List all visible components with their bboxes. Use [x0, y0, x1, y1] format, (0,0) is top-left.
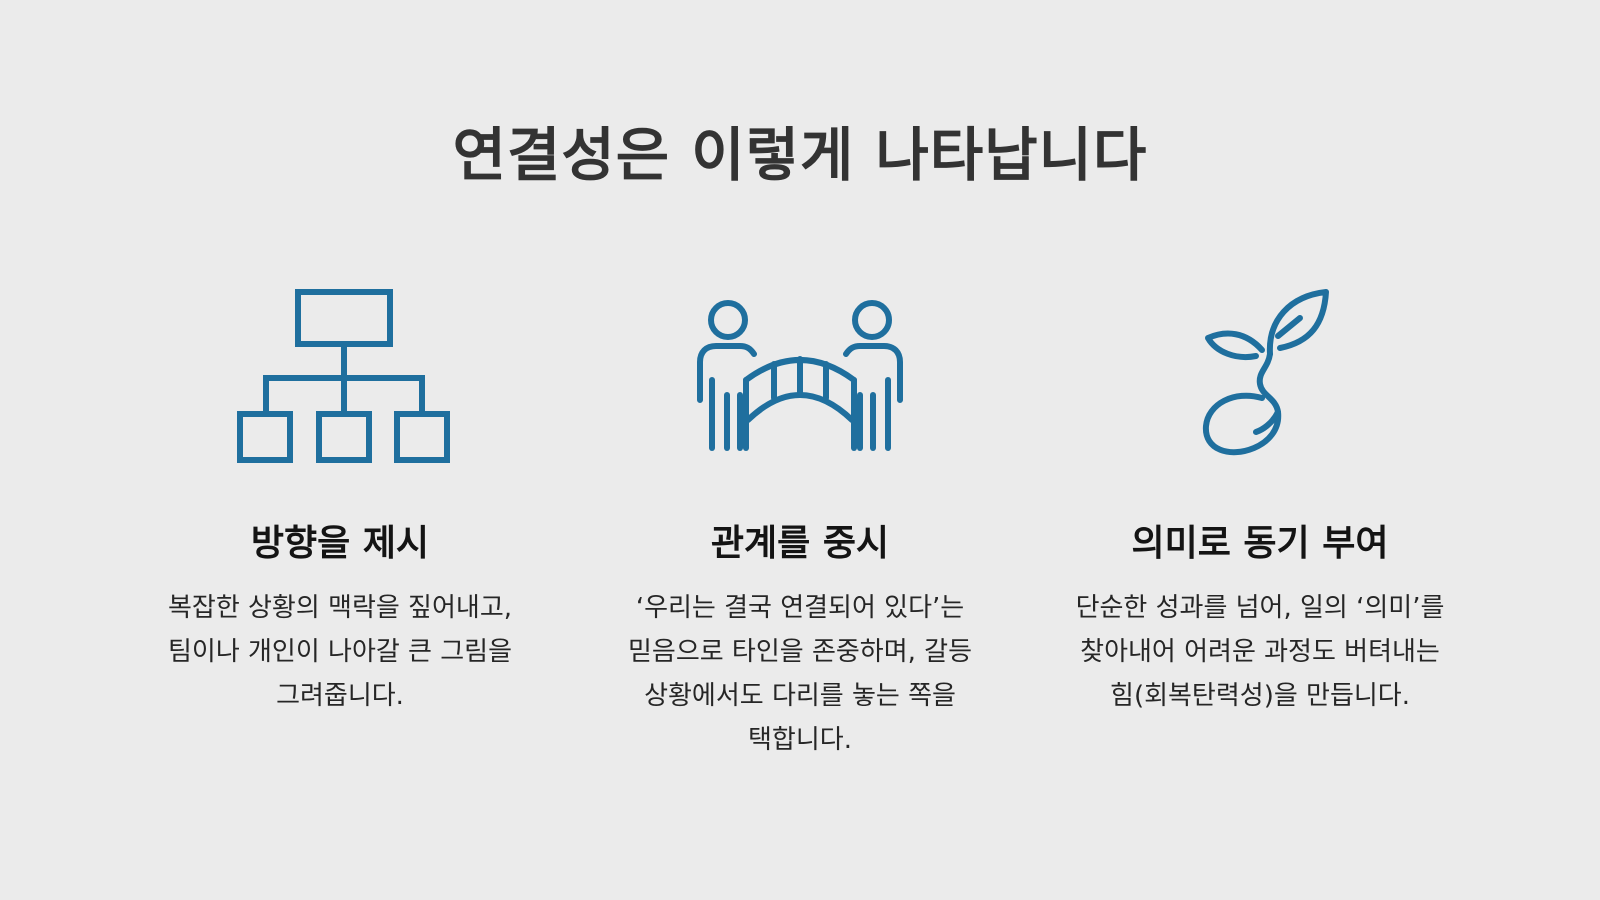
description-line: 택합니다.: [748, 725, 852, 755]
description-line: ‘우리는 결국 연결되어 있다’는: [635, 593, 965, 623]
column-meaning: 의미로 동기 부여 단순한 성과를 넘어, 일의 ‘의미’를 찾아내어 어려운 …: [1040, 280, 1480, 718]
column-relationship: 관계를 중시 ‘우리는 결국 연결되어 있다’는 믿음으로 타인을 존중하며, …: [580, 280, 1020, 762]
description-line: 단순한 성과를 넘어, 일의 ‘의미’를: [1075, 593, 1445, 623]
description-line: 믿음으로 타인을 존중하며, 갈등: [627, 637, 973, 667]
column-description: 단순한 성과를 넘어, 일의 ‘의미’를 찾아내어 어려운 과정도 버텨내는 힘…: [1040, 586, 1480, 718]
description-line: 힘(회복탄력성)을 만듭니다.: [1110, 681, 1410, 711]
description-line: 찾아내어 어려운 과정도 버텨내는: [1080, 637, 1440, 667]
description-line: 팀이나 개인이 나아갈 큰 그림을: [167, 637, 513, 667]
column-description: 복잡한 상황의 맥락을 짚어내고, 팀이나 개인이 나아갈 큰 그림을 그려줍니…: [120, 586, 560, 718]
column-heading: 관계를 중시: [710, 523, 890, 564]
people-bridge-icon: [580, 280, 1020, 480]
description-line: 그려줍니다.: [276, 681, 404, 711]
column-heading: 방향을 제시: [250, 523, 430, 564]
column-heading: 의미로 동기 부여: [1131, 523, 1389, 564]
org-chart-icon: [120, 280, 560, 480]
slide-title: 연결성은 이렇게 나타납니다: [452, 121, 1148, 189]
column-direction: 방향을 제시 복잡한 상황의 맥락을 짚어내고, 팀이나 개인이 나아갈 큰 그…: [120, 280, 560, 718]
sprout-icon: [1040, 280, 1480, 480]
description-line: 복잡한 상황의 맥락을 짚어내고,: [167, 593, 513, 623]
description-line: 상황에서도 다리를 놓는 쪽을: [644, 681, 956, 711]
column-description: ‘우리는 결국 연결되어 있다’는 믿음으로 타인을 존중하며, 갈등 상황에서…: [580, 586, 1020, 762]
